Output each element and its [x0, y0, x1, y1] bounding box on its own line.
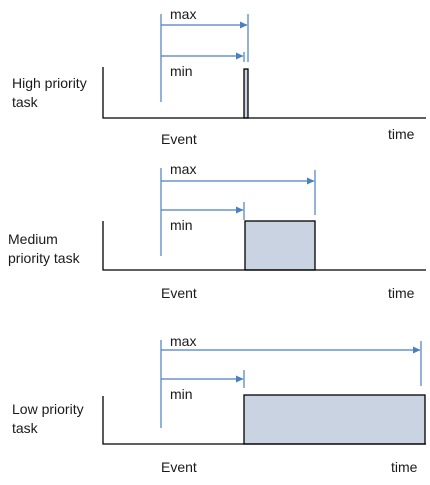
min-label: min [170, 217, 193, 233]
time-label: time [391, 459, 418, 475]
timeline-axis [102, 221, 426, 271]
task-execution-bar [244, 220, 316, 271]
max-label: max [170, 161, 196, 177]
min-label: min [170, 63, 193, 79]
min-label: min [170, 386, 193, 402]
time-label: time [388, 126, 415, 142]
task-label-line-1: High priority [12, 75, 87, 91]
task-label-line-2: task [12, 94, 39, 110]
panel-low-priority: Low priority task max min Event time [12, 333, 426, 475]
task-label-line-2: priority task [8, 250, 81, 266]
panel-medium-priority: Medium priority task max min Event time [8, 161, 426, 301]
task-label-line-1: Medium [8, 231, 58, 247]
task-execution-bar [243, 68, 249, 119]
timeline-axis [102, 67, 426, 119]
time-label: time [388, 285, 415, 301]
max-label: max [170, 6, 196, 22]
task-label-line-1: Low priority [12, 401, 84, 417]
panel-high-priority: High priority task max min Event time [12, 6, 426, 147]
event-label: Event [161, 459, 197, 475]
event-label: Event [161, 131, 197, 147]
task-execution-bar [243, 394, 426, 445]
event-label: Event [161, 285, 197, 301]
task-label-line-2: task [12, 420, 39, 436]
max-label: max [170, 333, 196, 349]
timeline-axis [102, 396, 426, 445]
